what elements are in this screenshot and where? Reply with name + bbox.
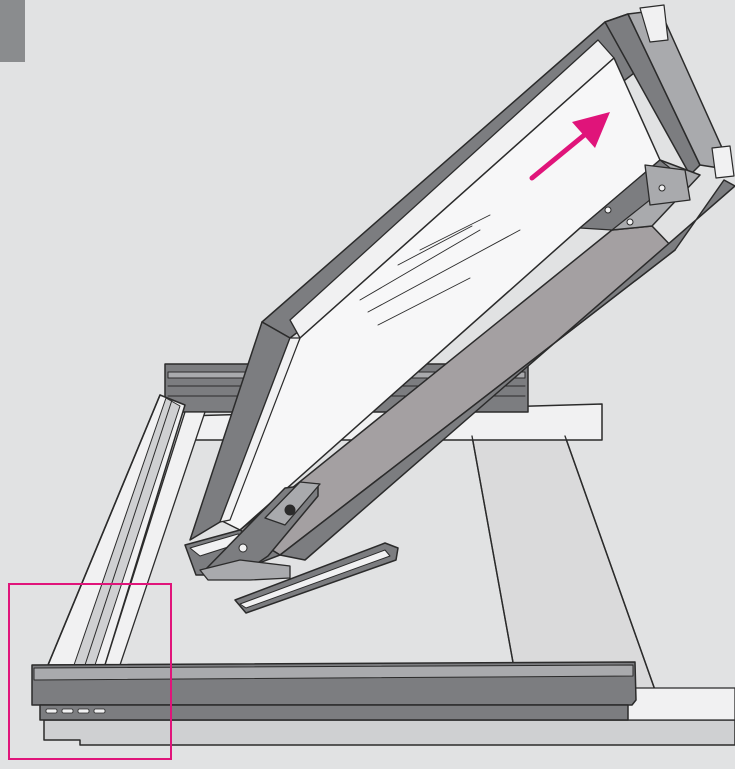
highlight-box	[8, 583, 172, 760]
lining-right-wall	[471, 435, 656, 691]
window-sash	[184, 4, 735, 576]
arrow-up-right-icon	[529, 112, 610, 181]
glass-reflection	[359, 214, 521, 326]
bottom-frame	[31, 661, 735, 746]
page-marker-tab	[0, 0, 25, 62]
left-frame-side	[47, 394, 206, 666]
ventilation-slots-icon	[45, 708, 106, 714]
bottom-lining-board	[43, 719, 735, 746]
hinge-mechanism-icon	[199, 481, 399, 614]
